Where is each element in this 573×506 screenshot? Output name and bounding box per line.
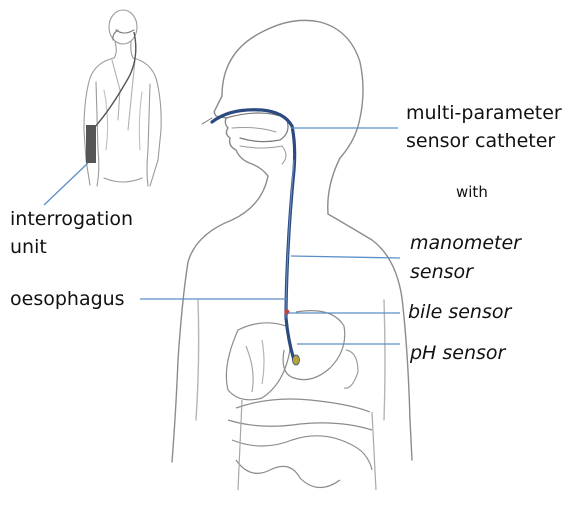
label-with: with	[456, 178, 488, 206]
label-catheter-line1: multi-parameter	[406, 99, 562, 127]
leader-manometer	[291, 256, 400, 258]
label-manometer-line1: manometer	[410, 229, 521, 257]
label-ph-sensor: pH sensor	[410, 339, 505, 367]
interrogation-unit-device	[86, 125, 96, 163]
label-interrogation-line2: unit	[10, 233, 47, 261]
ph-sensor-tip	[293, 355, 300, 365]
label-bile-sensor: bile sensor	[408, 298, 511, 326]
label-manometer-line2: sensor	[410, 258, 473, 286]
label-oesophagus: oesophagus	[10, 285, 125, 313]
leader-interrogation	[44, 163, 88, 205]
label-interrogation-line1: interrogation	[10, 205, 133, 233]
organs	[226, 311, 376, 490]
bile-sensor-mark	[285, 310, 290, 315]
label-catheter-line2: sensor catheter	[406, 127, 555, 155]
body-outline	[172, 20, 412, 462]
